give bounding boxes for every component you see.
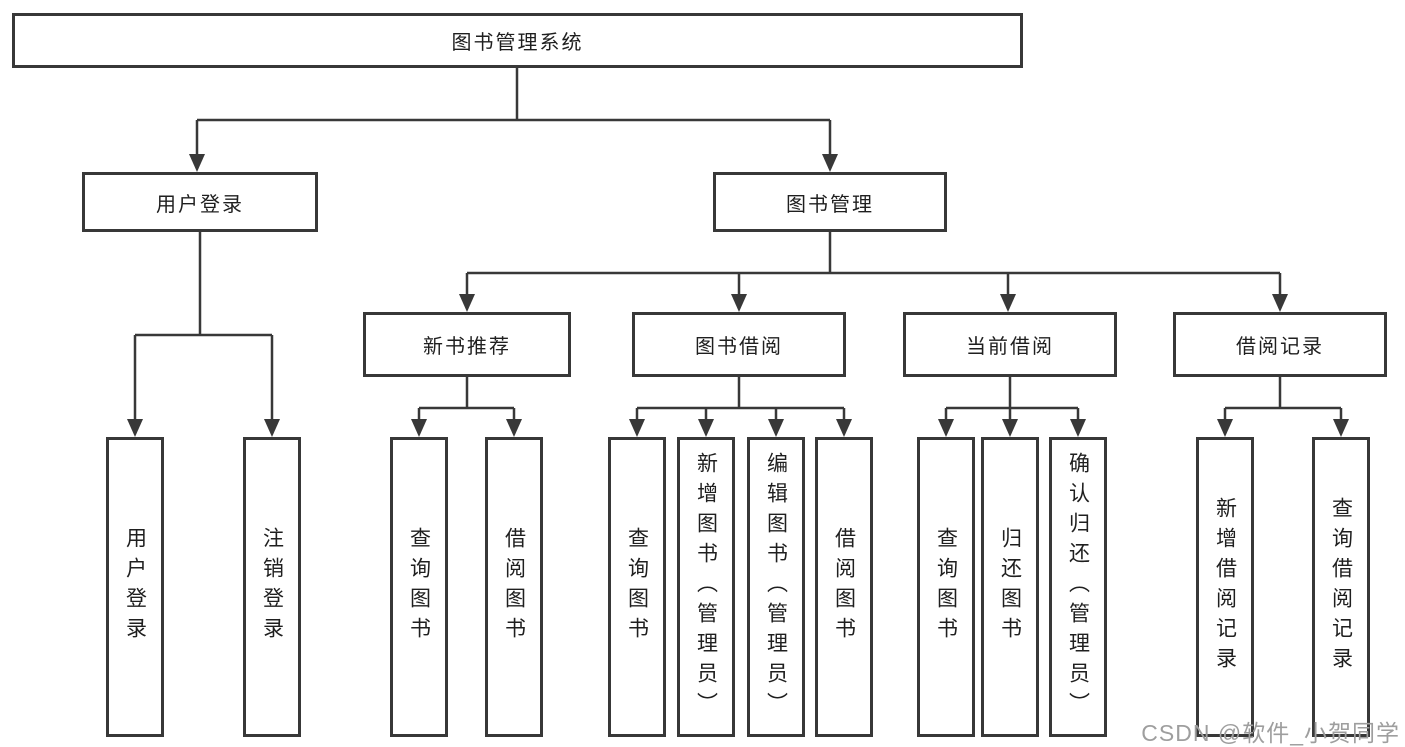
leaf-logout: 注销登录: [243, 437, 301, 737]
node-root-label: 图书管理系统: [451, 32, 584, 54]
leaf-query-books-recommend-label: 查询图书: [407, 527, 431, 647]
node-book-borrow: 图书借阅: [632, 312, 846, 377]
leaf-edit-book-admin: 编辑图书（管理员）: [747, 437, 805, 737]
node-root: 图书管理系统: [12, 13, 1023, 68]
node-user-login-label: 用户登录: [156, 193, 244, 216]
leaf-borrow-books-label: 借阅图书: [832, 527, 856, 647]
arrowheads: [127, 154, 1349, 437]
leaf-query-books-current-label: 查询图书: [934, 527, 958, 647]
leaf-user-login: 用户登录: [106, 437, 164, 737]
node-new-book-recommend: 新书推荐: [363, 312, 571, 377]
leaf-add-book-admin-label: 新增图书（管理员）: [694, 452, 718, 722]
leaf-add-borrow-record-label: 新增借阅记录: [1213, 497, 1237, 677]
leaf-borrow-books-recommend-label: 借阅图书: [502, 527, 526, 647]
node-new-book-recommend-label: 新书推荐: [423, 336, 511, 358]
leaf-add-book-admin: 新增图书（管理员）: [677, 437, 735, 737]
leaf-query-books-recommend: 查询图书: [390, 437, 448, 737]
node-borrow-records-label: 借阅记录: [1236, 336, 1324, 358]
leaf-borrow-books-recommend: 借阅图书: [485, 437, 543, 737]
node-book-management: 图书管理: [713, 172, 947, 232]
leaf-query-books-current: 查询图书: [917, 437, 975, 737]
csdn-watermark: CSDN @软件_小贺同学: [1141, 720, 1400, 746]
leaf-logout-label: 注销登录: [260, 527, 284, 647]
leaf-borrow-books: 借阅图书: [815, 437, 873, 737]
leaf-query-borrow-record-label: 查询借阅记录: [1329, 497, 1353, 677]
node-user-login: 用户登录: [82, 172, 318, 232]
leaf-confirm-return-admin: 确认归还（管理员）: [1049, 437, 1107, 737]
node-book-borrow-label: 图书借阅: [695, 336, 783, 358]
leaf-add-borrow-record: 新增借阅记录: [1196, 437, 1254, 737]
leaf-return-book: 归还图书: [981, 437, 1039, 737]
leaf-confirm-return-admin-label: 确认归还（管理员）: [1066, 452, 1090, 722]
leaf-edit-book-admin-label: 编辑图书（管理员）: [764, 452, 788, 722]
leaf-query-books-borrow: 查询图书: [608, 437, 666, 737]
node-current-borrow-label: 当前借阅: [966, 336, 1054, 358]
node-current-borrow: 当前借阅: [903, 312, 1117, 377]
leaf-query-books-borrow-label: 查询图书: [625, 527, 649, 647]
node-book-management-label: 图书管理: [786, 193, 874, 216]
leaf-user-login-label: 用户登录: [123, 527, 147, 647]
leaf-return-book-label: 归还图书: [998, 527, 1022, 647]
node-borrow-records: 借阅记录: [1173, 312, 1387, 377]
leaf-query-borrow-record: 查询借阅记录: [1312, 437, 1370, 737]
